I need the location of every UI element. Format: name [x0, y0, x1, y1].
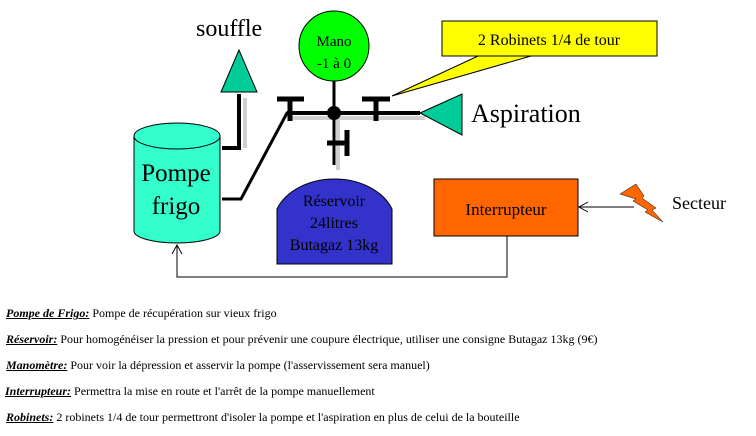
legend-term: Interrupteur:: [5, 384, 72, 398]
switch-label: Interrupteur: [465, 200, 547, 219]
pipe-souffle: [222, 94, 241, 150]
legend-item-reservoir: Réservoir: Pour homogénéiser la pression…: [6, 332, 598, 346]
aspiration-inlet-icon: [418, 93, 463, 136]
legend-text: Pour homogénéiser la pression et pour pr…: [57, 332, 598, 346]
pump-label-line1: Pompe: [141, 160, 210, 187]
legend-text: Pour voir la dépression et asservir la p…: [67, 358, 430, 372]
legend-text: 2 robinets 1/4 de tour permettront d'iso…: [53, 410, 520, 424]
reservoir-label-line3: Butagaz 13kg: [290, 237, 378, 254]
callout-box: [441, 20, 658, 57]
legend-term: Pompe de Frigo:: [6, 306, 90, 320]
switch-box: [433, 178, 579, 237]
wire-arrowhead-pump: [171, 243, 183, 255]
manometer-gauge: [298, 10, 370, 82]
legend-term: Robinets:: [6, 410, 54, 424]
callout-text: 2 Robinets 1/4 de tour: [478, 32, 621, 49]
pump-diagram: souffle Aspiration Mano -1 à 0 2 Robinet…: [133, 10, 726, 278]
pump-label-line2: frigo: [152, 193, 201, 220]
junction-dot: [327, 106, 341, 120]
reservoir-tank: [276, 178, 393, 265]
wire-arrowhead-switch: [577, 201, 589, 213]
valve-pump-icon: [277, 96, 304, 121]
legend-term: Réservoir:: [6, 332, 58, 346]
souffle-label: souffle: [196, 16, 262, 42]
legend-item-valves: Robinets: 2 robinets 1/4 de tour permett…: [6, 410, 520, 424]
manometer-label-line2: -1 à 0: [317, 56, 351, 72]
legend-item-pump: Pompe de Frigo: Pompe de récupération su…: [6, 306, 277, 320]
manometer-label-line1: Mano: [317, 34, 352, 50]
legend-text: Permettra la mise en route et l'arrêt de…: [71, 384, 375, 398]
pump-cylinder: [133, 122, 221, 244]
lightning-bolt-icon: [619, 183, 664, 223]
souffle-outlet-icon: [220, 48, 258, 93]
pipe-pump-manifold: [222, 111, 292, 201]
wire-switch-pump: [176, 236, 508, 278]
legend-text: Pompe de récupération sur vieux frigo: [89, 306, 277, 320]
aspiration-label: Aspiration: [471, 99, 581, 128]
secteur-label: Secteur: [672, 193, 726, 213]
callout-pointer: [391, 55, 532, 97]
legend-item-manometer: Manomètre: Pour voir la dépression et as…: [6, 358, 430, 372]
reservoir-label-line1: Réservoir: [303, 193, 366, 210]
reservoir-label-line2: 24litres: [310, 215, 358, 232]
valve-aspiration-icon: [362, 96, 390, 121]
valve-reservoir-icon: [327, 130, 350, 156]
legend-term: Manomètre:: [6, 358, 68, 372]
legend-item-switch: Interrupteur: Permettra la mise en route…: [5, 384, 375, 398]
